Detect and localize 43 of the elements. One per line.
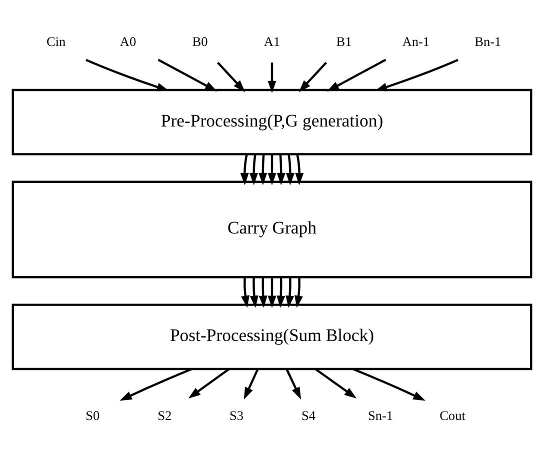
- node-text: A1: [264, 34, 280, 49]
- arrow: [374, 58, 458, 92]
- arrow: [249, 154, 258, 186]
- arrow: [286, 368, 301, 400]
- node-text: Bn-1: [474, 34, 502, 49]
- arrow: [241, 277, 250, 308]
- arrow: [120, 368, 192, 401]
- node-text: Cin: [46, 34, 66, 49]
- arrow: [286, 154, 295, 186]
- arrow: [188, 368, 230, 398]
- arrow: [295, 154, 304, 186]
- node-box: Post-Processing(Sum Block): [12, 304, 532, 370]
- node-text: S0: [86, 408, 100, 424]
- node-box: Carry Graph: [12, 180, 532, 278]
- arrow: [294, 277, 303, 308]
- arrow: [217, 62, 246, 92]
- arrow: [352, 368, 426, 401]
- node-box: Pre-Processing(P,G generation): [12, 88, 532, 156]
- node-text: S2: [158, 408, 172, 424]
- arrow: [240, 154, 249, 186]
- node-text: S4: [302, 408, 316, 424]
- arrow: [276, 154, 286, 186]
- node-text: Sn-1: [368, 408, 394, 424]
- arrow: [244, 368, 259, 400]
- arrow: [250, 277, 258, 308]
- arrow: [268, 62, 276, 94]
- node-text: An-1: [402, 34, 430, 49]
- node-text: S3: [230, 408, 244, 424]
- arrow: [258, 154, 268, 186]
- arrow: [298, 62, 327, 92]
- node-text: A0: [120, 34, 136, 49]
- node-text: Cout: [440, 408, 466, 424]
- arrow: [158, 58, 218, 92]
- node-text: B1: [336, 34, 352, 49]
- node-text: B0: [192, 34, 208, 49]
- arrow: [314, 368, 357, 398]
- arrow: [326, 58, 386, 92]
- arrow: [286, 277, 294, 308]
- arrow: [276, 277, 286, 308]
- arrow: [258, 277, 268, 308]
- arrow: [268, 277, 276, 308]
- arrow: [86, 58, 170, 92]
- arrow: [268, 154, 276, 186]
